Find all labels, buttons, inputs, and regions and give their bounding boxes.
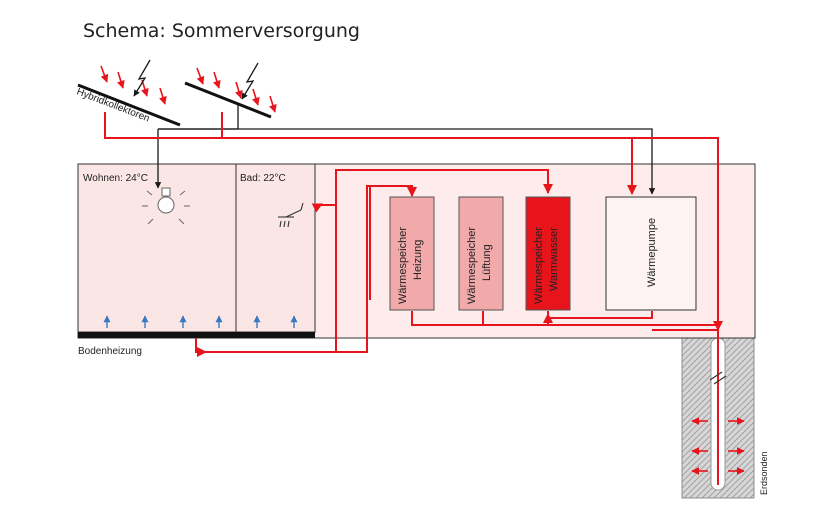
storage-heating-label-1: Wärmespeicher <box>397 227 409 304</box>
room-bath <box>235 163 316 333</box>
heat-pump: Wärmepumpe <box>605 196 697 311</box>
room-living-label: Wohnen: 24°C <box>83 173 148 184</box>
room-bath-label: Bad: 22°C <box>240 173 286 184</box>
hybrid-collector-right <box>184 81 272 119</box>
storage-ventilation-label-1: Wärmespeicher <box>466 227 478 304</box>
heat-pump-label: Wärmepumpe <box>646 218 658 287</box>
floor-slab <box>78 332 315 338</box>
diagram-title: Schema: Sommerversorgung <box>83 20 360 42</box>
storage-hotwater-label-2: Warmwasser <box>548 227 560 291</box>
light-bulb-icon <box>142 187 190 225</box>
hybrid-collector-left <box>77 83 181 127</box>
storage-ventilation-label-2: Lüftung <box>481 244 493 281</box>
floor-heating-arrows <box>103 315 298 328</box>
pipe-break-symbol <box>709 371 727 385</box>
storage-hotwater-label-1: Wärmespeicher <box>533 227 545 304</box>
storage-heating-label-2: Heizung <box>412 240 424 280</box>
storage-heating: Wärmespeicher Heizung <box>389 196 435 311</box>
sun-rays-right <box>196 67 277 113</box>
storage-ventilation: Wärmespeicher Lüftung <box>458 196 504 311</box>
room-living <box>77 163 237 333</box>
storage-hotwater: Wärmespeicher Warmwasser <box>525 196 571 311</box>
collector-label: Hybridkollektoren <box>75 87 151 125</box>
shower-icon <box>278 202 304 228</box>
ground-probes-label: Erdsonden <box>759 451 769 495</box>
floor-heating-label: Bodenheizung <box>78 346 142 357</box>
hot-lines <box>104 112 723 357</box>
ground-heat-arrows <box>691 417 745 475</box>
lightning-icon <box>133 59 259 100</box>
